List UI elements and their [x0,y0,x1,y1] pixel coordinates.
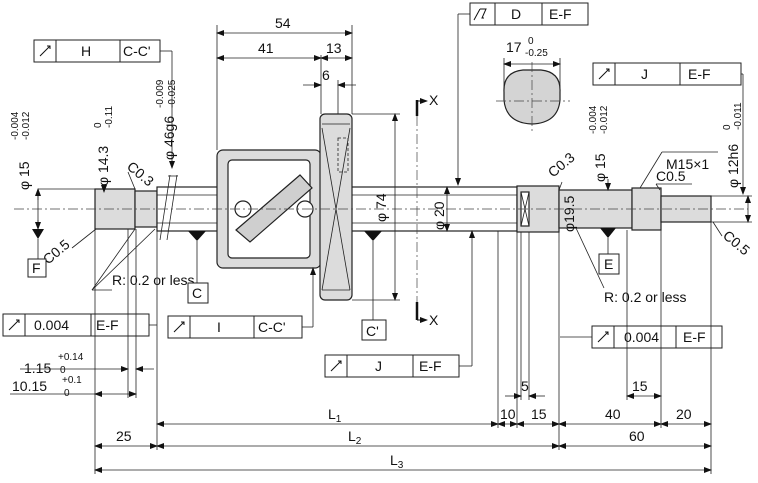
return-tube [235,174,313,243]
section-width-dim: 17 0 -0.25 [503,36,561,90]
top-dimensions: 54 41 13 6 [216,15,356,150]
frame-h-ref: C-C' [123,43,151,59]
tolerance-frame-h: H C-C' [33,39,175,169]
dim-l2: L2 [348,428,362,447]
circular-runout-icon [330,360,342,372]
frame-j-top-datum: J [641,66,648,82]
bottom-dimensions: 1.15 +0.14 0 10.15 +0.1 0 L1 10 15 40 20… [10,222,712,474]
diameter-labels: φ 15 -0.004 -0.012 φ 14.3 0 -0.11 φ 46g6… [10,79,752,301]
dim-1-15: 1.15 [24,360,51,376]
frame-f2-value: 0.004 [624,329,659,345]
dim-phi15-left-tol-lower: -0.012 [21,111,32,140]
dim-phi14-3: φ 14.3 [95,146,111,186]
frame-j-top-ref: E-F [688,66,711,82]
dim-phi15-right-tol-lower: -0.012 [599,105,610,134]
dim-20: 20 [676,406,692,422]
frame-d-datum: D [511,6,521,22]
dim-54: 54 [275,15,291,31]
tolerance-frame-d: D E-F [455,2,589,186]
dim-phi15-left: φ 15 [16,161,32,190]
chamfer-c05-right-a: C0.5 [656,168,686,184]
dim-25: 25 [116,428,132,444]
datum-f: F [32,260,41,276]
dim-17-tol-lower: -0.25 [525,48,548,59]
frame-h-datum: H [81,43,91,59]
dim-40: 40 [605,406,621,422]
dim-phi12h6-tol-upper: 0 [722,124,733,130]
frame-d-ref: E-F [549,6,572,22]
dim-l3: L3 [390,452,404,471]
section-label-x-top: X [429,92,439,108]
dim-10-15-tol-lower: 0 [64,388,70,399]
frame-j-bottom-ref: E-F [419,358,442,374]
datum-triangle-icon [364,231,382,241]
frame-j-bottom-datum: J [375,358,382,374]
dim-60: 60 [629,428,645,444]
dim-phi20: φ 20 [431,201,447,230]
dim-l1: L1 [328,406,342,425]
dim-phi46-tol-upper: -0.009 [155,79,166,108]
dim-phi14-3-tol-upper: 0 [93,122,104,128]
dim-15b: 15 [632,378,648,394]
datum-c: C [192,285,202,301]
tolerance-frame-i: I C-C' [167,267,316,339]
section-line-x: X X [415,92,439,328]
dim-1-15-tol-lower: 0 [60,365,66,376]
radius-note-left: R: 0.2 or less [112,272,194,288]
datum-triangle-icon [32,229,44,239]
dim-phi15-left-tol-upper: -0.004 [10,111,21,140]
dim-13: 13 [326,40,342,56]
dim-5: 5 [521,378,529,394]
dim-10-15-tol-upper: +0.1 [62,375,82,386]
circular-runout-icon [598,68,610,80]
radius-note-right: R: 0.2 or less [604,289,686,305]
dim-10-15: 10.15 [12,378,47,394]
dim-phi15-right-tol-upper: -0.004 [588,105,599,134]
thread-label: M15×1 [666,156,709,172]
circular-runout-icon [597,331,609,343]
tolerance-frame-j-top: J E-F [592,62,746,195]
dim-1-15-tol-upper: +0.14 [58,352,84,363]
dim-phi12h6: φ 12h6 [725,144,741,188]
dim-phi74: φ 74 [373,193,389,222]
dim-phi12h6-tol-lower: -0.011 [733,102,744,130]
datum-markers: F C C' E [27,228,620,341]
tolerance-frame-f1: 0.004 E-F [2,313,157,337]
datum-e: E [604,256,613,272]
shaft-geometry [14,62,748,301]
chamfer-c03-right: C0.3 [545,149,578,180]
dim-17: 17 [506,39,522,55]
dim-15a: 15 [531,406,547,422]
dim-phi15-right: φ 15 [592,153,608,182]
datum-triangle-icon [188,231,206,241]
dim-phi14-3-tol-lower: -0.11 [104,106,115,128]
tolerance-frame-j-bottom: J E-F [324,230,475,378]
datum-triangle-icon [600,228,616,238]
total-runout-icon [473,8,487,21]
frame-i-datum: I [217,319,221,335]
circular-runout-icon [173,321,185,333]
dim-phi19-5: φ19.5 [561,195,577,232]
chamfer-c05-right-b: C0.5 [720,227,753,258]
dim-phi46: φ 46g6 [161,116,177,160]
frame-f1-ref: E-F [96,317,119,333]
dim-10: 10 [500,406,516,422]
dim-41: 41 [258,40,274,56]
tolerance-frame-f2: 0.004 E-F [560,325,723,349]
datum-c-prime: C' [366,323,379,339]
section-view [503,69,561,125]
section-label-x-bottom: X [429,312,439,328]
frame-f1-value: 0.004 [34,317,69,333]
dim-6: 6 [322,67,330,83]
circular-runout-icon [39,45,51,57]
dim-17-tol-upper: 0 [528,36,534,47]
frame-i-ref: C-C' [258,319,286,335]
dim-phi46-tol-lower: -0.025 [167,79,178,108]
circular-runout-icon [8,319,20,331]
frame-f2-ref: E-F [683,329,706,345]
